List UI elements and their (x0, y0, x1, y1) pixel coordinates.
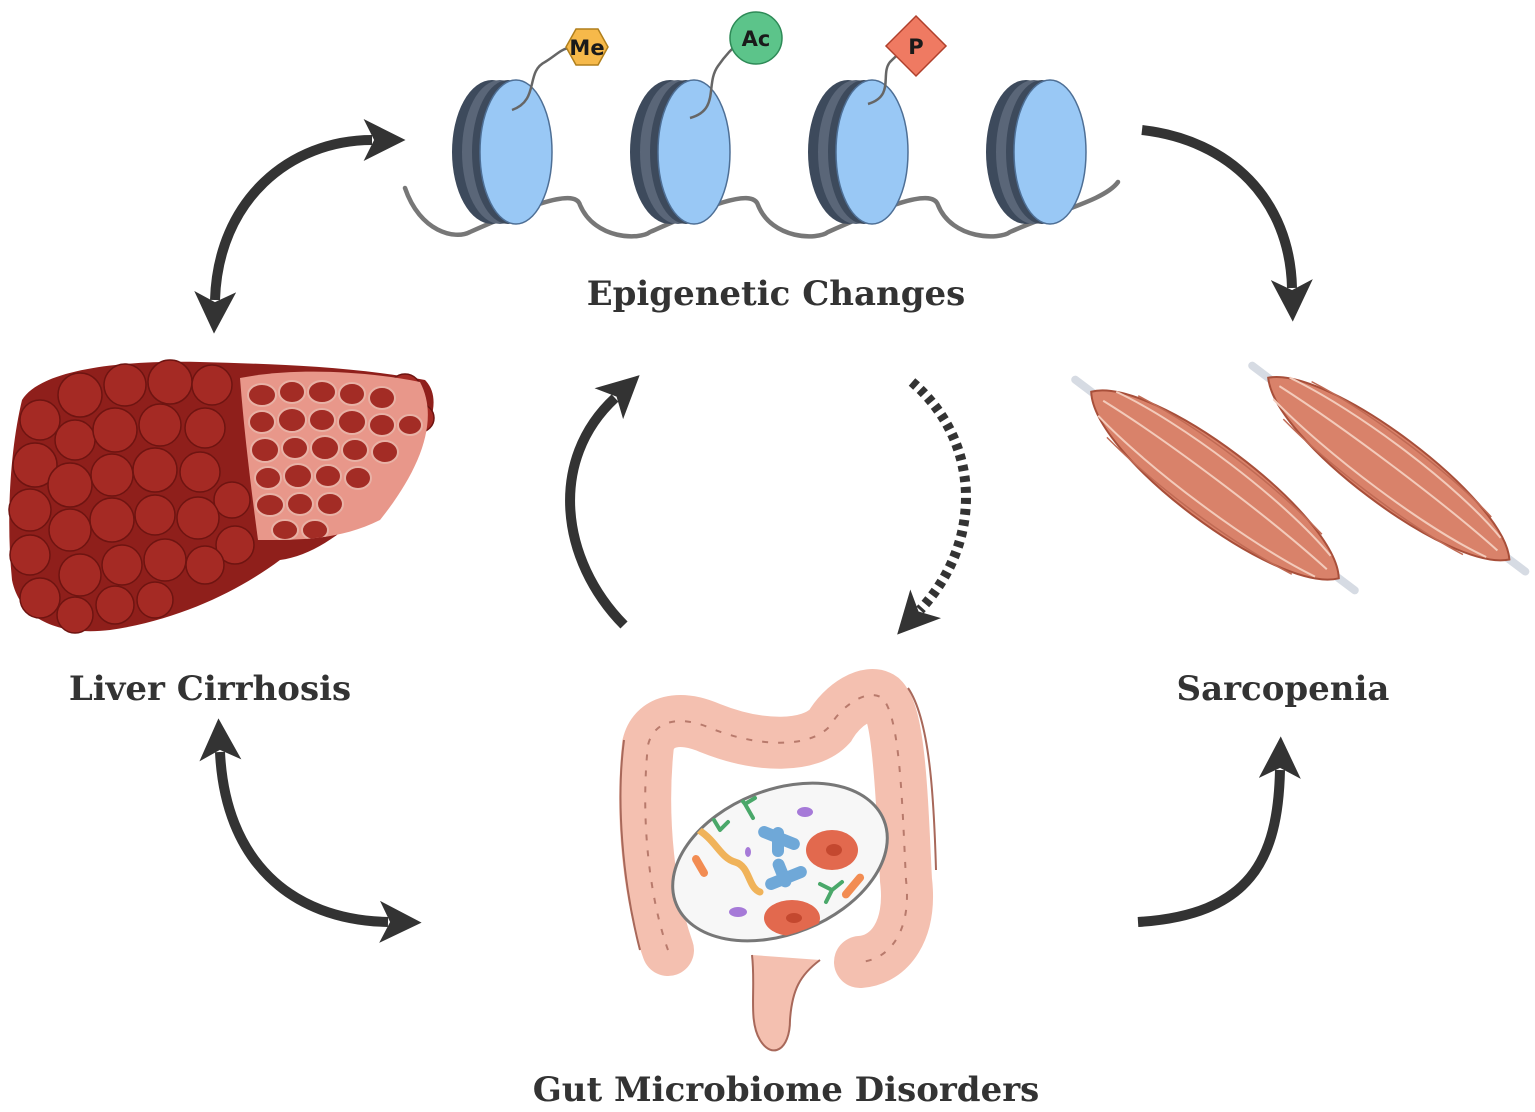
sarcopenia-label: Sarcopenia (1177, 669, 1390, 709)
arrow-liver-gut (199, 718, 422, 943)
liver-cirrhosis-label: Liver Cirrhosis (69, 669, 351, 709)
arrow-epigenetic-sarcopenia (1141, 125, 1313, 322)
acetylation-badge: Ac (729, 11, 783, 65)
arrow-epigenetic-gut-dashed (897, 378, 971, 635)
arrow-liver-epigenetic (194, 119, 406, 334)
methylation-label: Me (569, 36, 604, 60)
nucleosome-icon (402, 41, 1121, 239)
microbe-icon (691, 792, 865, 936)
phosphorylation-label: P (908, 35, 923, 59)
arrow-gut-sarcopenia (1137, 736, 1301, 927)
histone-3 (808, 79, 909, 225)
liver-icon (8, 359, 435, 634)
muscle-icon (1071, 361, 1530, 595)
methylation-badge: Me (565, 28, 609, 66)
histone-2 (630, 79, 731, 225)
histone-4 (986, 79, 1087, 225)
acetylation-label: Ac (742, 27, 771, 51)
gut-microbiome-label: Gut Microbiome Disorders (533, 1070, 1040, 1110)
phosphorylation-badge: P (884, 14, 948, 78)
arrow-gut-epigenetic (565, 375, 640, 629)
histone-1 (452, 79, 553, 225)
epigenetic-changes-label: Epigenetic Changes (587, 274, 966, 314)
